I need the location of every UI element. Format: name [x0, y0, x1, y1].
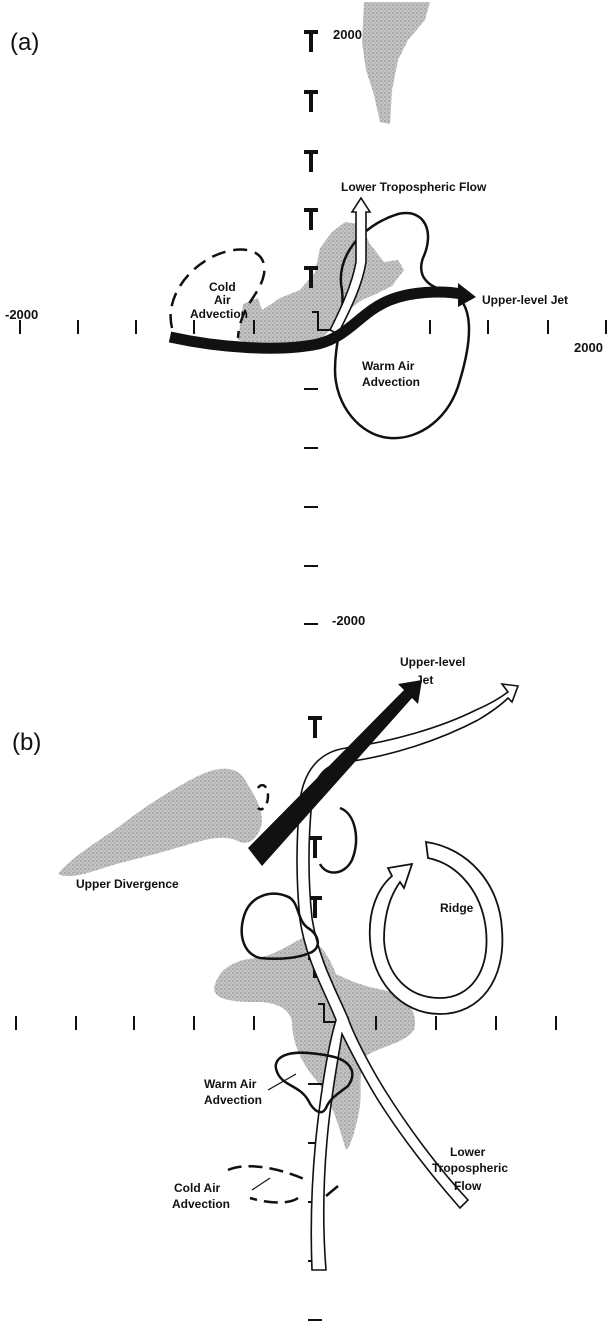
panel-b-cold-pointer	[252, 1178, 270, 1190]
panel-a: (a)	[5, 2, 606, 628]
panel-a-y-axis	[304, 389, 318, 624]
panel-b-warm-air-label-1: Warm Air	[204, 1077, 257, 1091]
panel-a-warm-air-label-2: Advection	[362, 375, 420, 389]
panel-b-warm-pointer	[268, 1074, 296, 1090]
panel-b-cold-advection-contour	[228, 1166, 306, 1202]
panel-a-y-bottom-label: -2000	[332, 613, 365, 628]
panel-b-jet-arrow	[248, 680, 422, 866]
panel-b-lower-flow-label-3: Flow	[454, 1179, 482, 1193]
panel-a-shaded-region-main	[238, 222, 404, 346]
panel-a-x-left-label: -2000	[5, 307, 38, 322]
panel-b-ridge-label: Ridge	[440, 901, 474, 915]
panel-a-cold-air-label-3: Advection	[190, 307, 248, 321]
panel-a-jet-label: Upper-level Jet	[482, 293, 568, 307]
panel-a-y-top-label: 2000	[333, 27, 362, 42]
panel-b-warm-air-label-2: Advection	[204, 1093, 262, 1107]
panel-b-shaded-upper-divergence	[58, 769, 262, 876]
panel-b-solid-contour-upper	[320, 808, 356, 873]
panel-b-dashed-contour-top	[258, 785, 268, 809]
panel-b-ridge-flow-arrow	[370, 842, 503, 1014]
panel-a-shaded-region-top	[362, 2, 430, 124]
panel-a-jet-arrowhead	[458, 283, 476, 307]
panel-a-lower-flow-label: Lower Tropospheric Flow	[341, 180, 487, 194]
panel-a-cold-air-label-1: Cold	[209, 280, 236, 294]
panel-a-warm-air-label-1: Warm Air	[362, 359, 415, 373]
panel-b-jet-label-1: Upper-level	[400, 655, 465, 669]
panel-b-x-axis	[16, 1016, 556, 1030]
panel-b: (b)	[12, 655, 556, 1320]
panel-b-upper-divergence-label: Upper Divergence	[76, 877, 179, 891]
panel-b-jet-label-2: Jet	[416, 673, 433, 687]
panel-b-cold-air-label-2: Advection	[172, 1197, 230, 1211]
panel-b-dashed-tick	[326, 1186, 338, 1196]
panel-a-x-right-label: 2000	[574, 340, 603, 355]
panel-b-label: (b)	[12, 729, 41, 756]
panel-b-lower-flow-label-1: Lower	[450, 1145, 486, 1159]
panel-a-trough-markers	[304, 30, 318, 288]
panel-b-cold-air-label-1: Cold Air	[174, 1181, 221, 1195]
panel-a-cold-air-label-2: Air	[214, 293, 231, 307]
panel-a-label: (a)	[10, 29, 39, 56]
panel-b-lower-flow-label-2: Tropospheric	[432, 1161, 508, 1175]
